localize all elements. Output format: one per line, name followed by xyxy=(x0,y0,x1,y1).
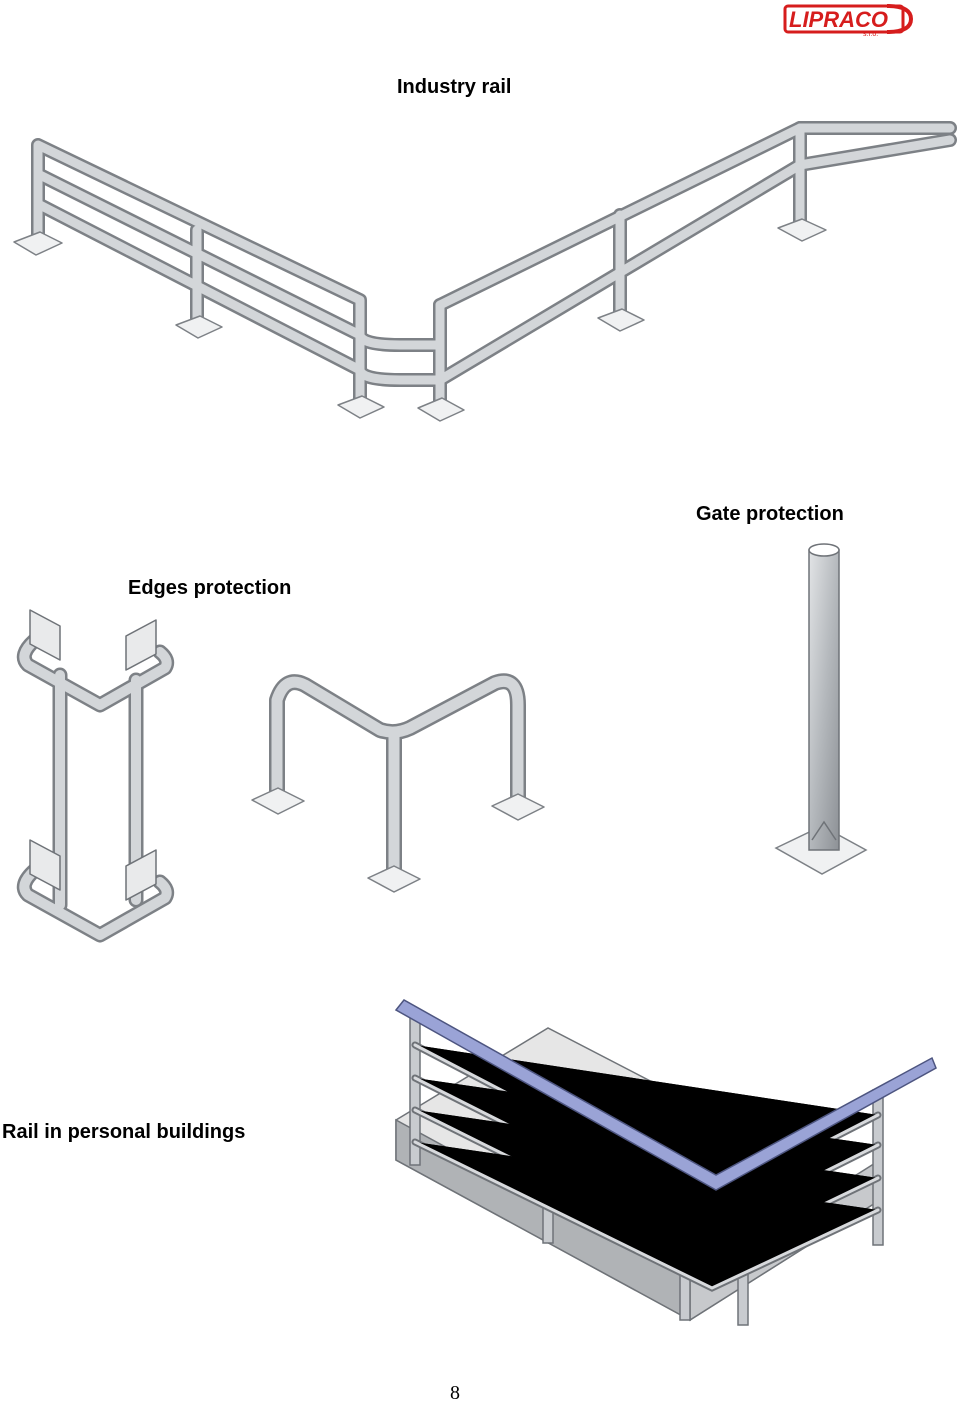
gate-protection-heading: Gate protection xyxy=(696,503,844,525)
svg-text:s.r.o.: s.r.o. xyxy=(863,31,878,38)
rail-personal-buildings-heading: Rail in personal buildings xyxy=(2,1121,246,1143)
gate-protection-bollard-illustration xyxy=(774,543,868,875)
industry-rail-illustration xyxy=(13,121,957,422)
edges-protection-illustration xyxy=(16,609,175,943)
svg-text:LIPRACO: LIPRACO xyxy=(789,7,888,32)
industry-rail-heading: Industry rail xyxy=(397,76,512,98)
personal-buildings-rail-illustration xyxy=(394,999,937,1326)
page-number: 8 xyxy=(450,1382,460,1404)
bent-rail-illustration xyxy=(251,673,545,893)
edges-protection-heading: Edges protection xyxy=(128,577,292,599)
lipraco-logo: LIPRACO s.r.o. xyxy=(783,2,914,38)
